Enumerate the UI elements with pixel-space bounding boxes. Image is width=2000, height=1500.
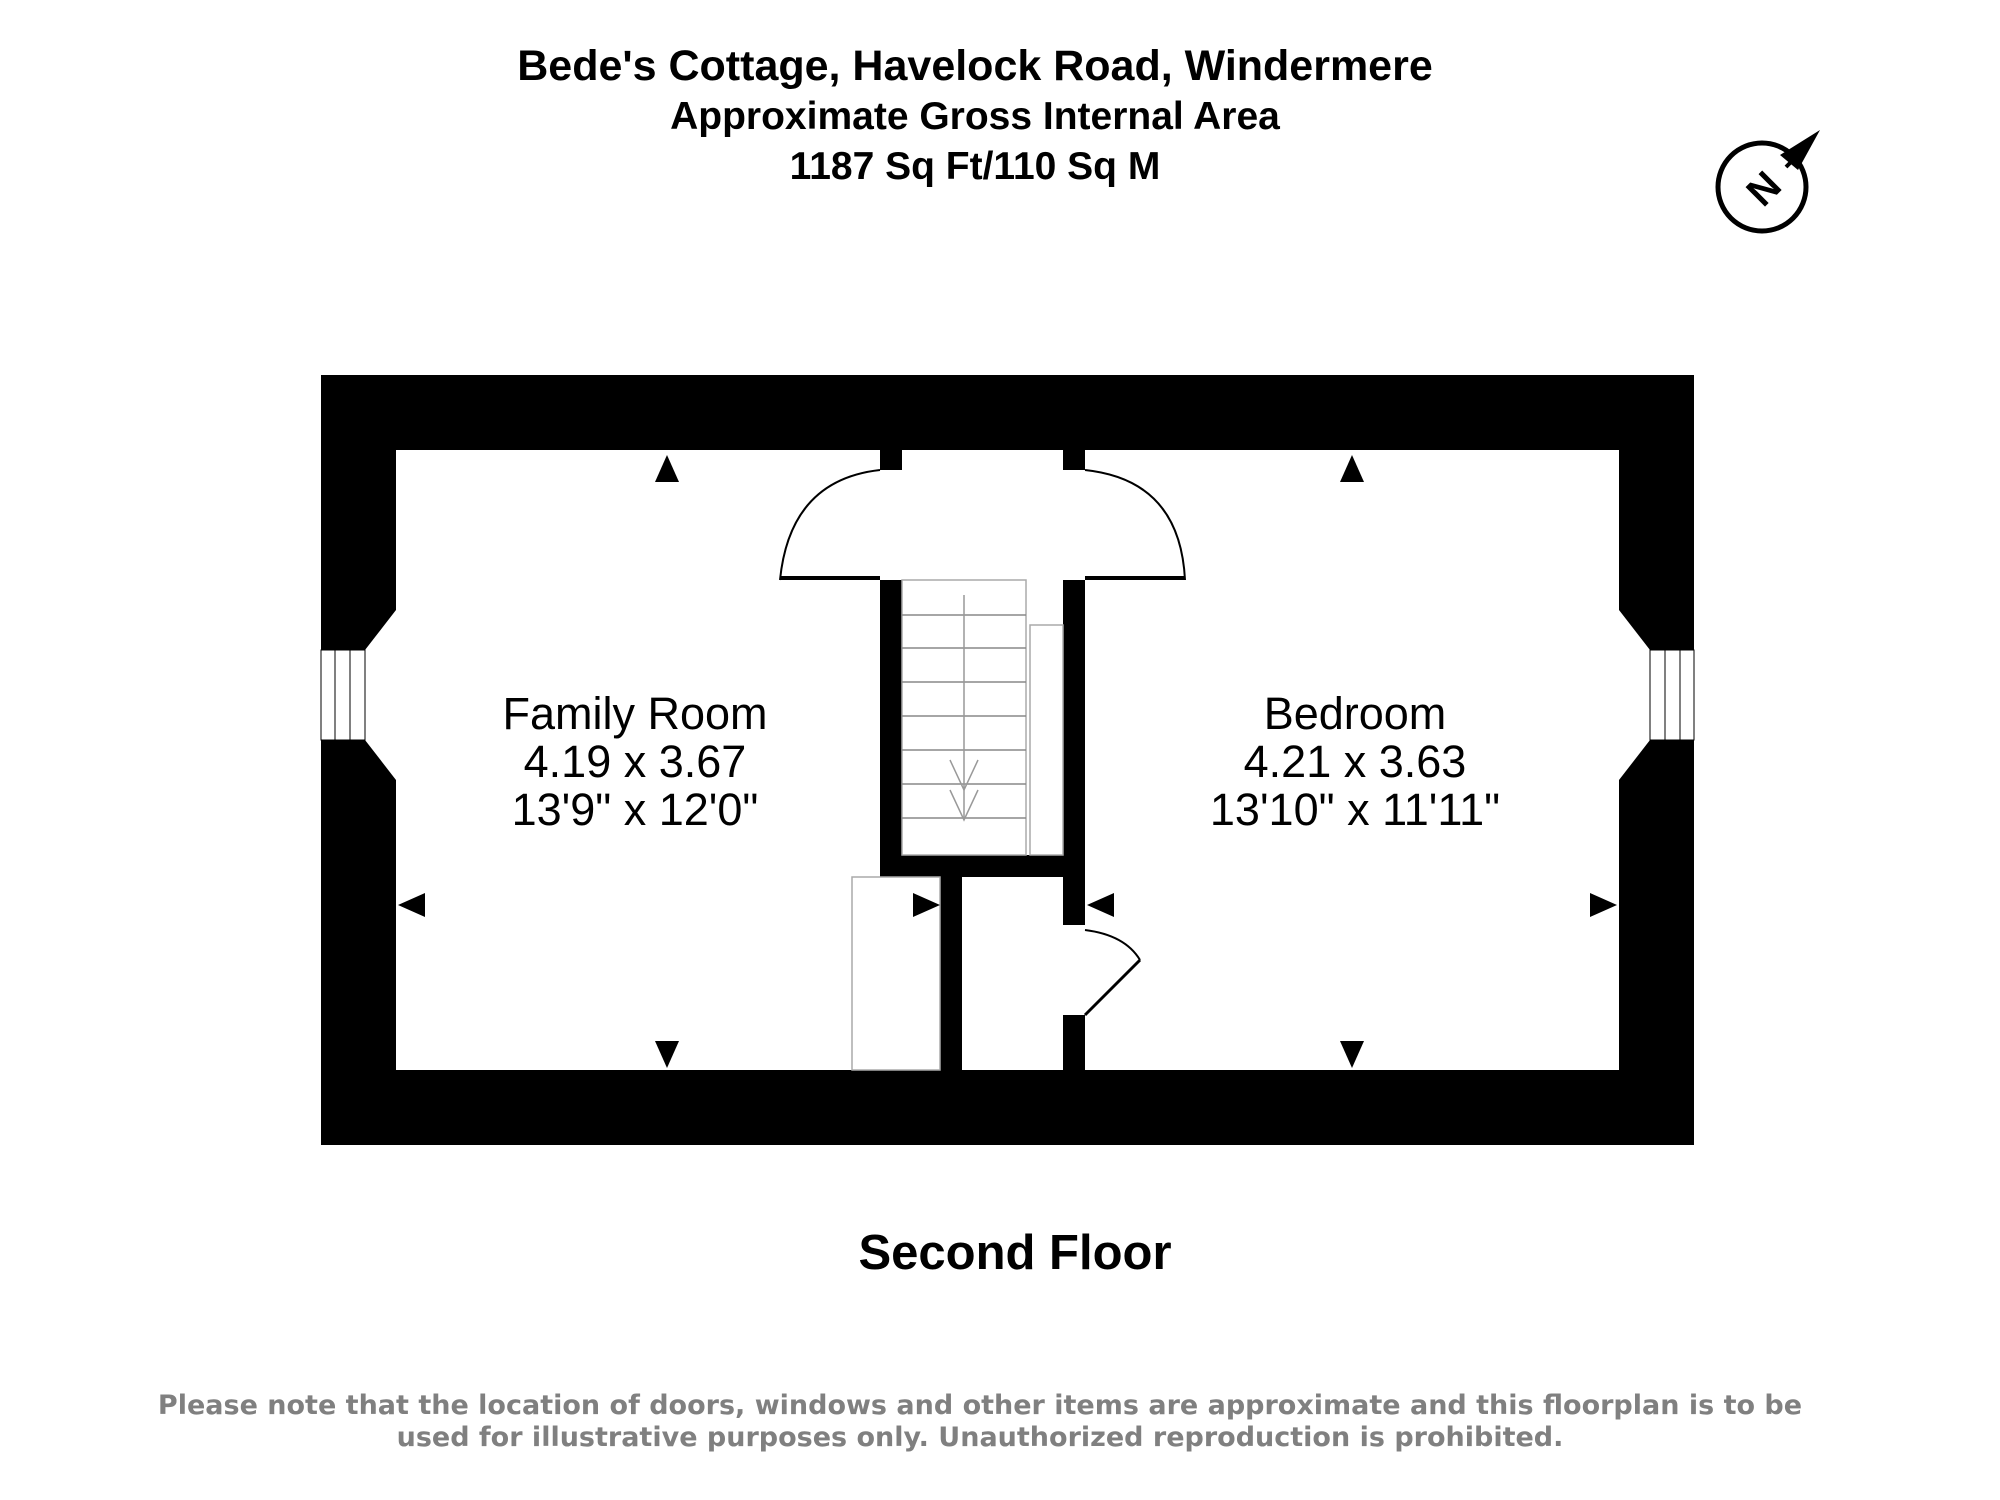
door-bedroom [1084, 469, 1186, 581]
room-name: Family Room [502, 688, 768, 739]
room-imperial-dimensions: 13'10" x 11'11" [1209, 784, 1501, 835]
window-left [320, 649, 366, 741]
dimension-markers [398, 455, 1617, 1068]
room-label-family-room: Family Room 4.19 x 3.67 13'9" x 12'0" [460, 690, 810, 834]
room-label-bedroom: Bedroom 4.21 x 3.63 13'10" x 11'11" [1170, 690, 1540, 834]
disclaimer: Please note that the location of doors, … [0, 1390, 1960, 1454]
interior-walls [880, 450, 1085, 1070]
property-address: Bede's Cottage, Havelock Road, Windermer… [517, 42, 1433, 90]
floor-title: Second Floor [858, 1226, 1172, 1280]
room-imperial-dimensions: 13'9" x 12'0" [511, 784, 759, 835]
room-metric-dimensions: 4.19 x 3.67 [523, 736, 747, 787]
room-metric-dimensions: 4.21 x 3.63 [1243, 736, 1467, 787]
door-family-room [779, 469, 881, 581]
disclaimer-line-2: used for illustrative purposes only. Una… [396, 1422, 1564, 1453]
area-value: 1187 Sq Ft/110 Sq M [789, 145, 1161, 188]
disclaimer-line-1: Please note that the location of doors, … [157, 1390, 1803, 1421]
north-compass-icon: N [1715, 130, 1820, 234]
door-cupboard [1083, 929, 1142, 1017]
plan-header: Bede's Cottage, Havelock Road, Windermer… [0, 40, 1950, 192]
area-label: Approximate Gross Internal Area [670, 95, 1280, 138]
built-in-cupboard [851, 876, 941, 1071]
window-right [1649, 649, 1695, 741]
staircase [901, 579, 1064, 856]
exterior-walls [321, 375, 1694, 1145]
room-name: Bedroom [1263, 688, 1447, 739]
